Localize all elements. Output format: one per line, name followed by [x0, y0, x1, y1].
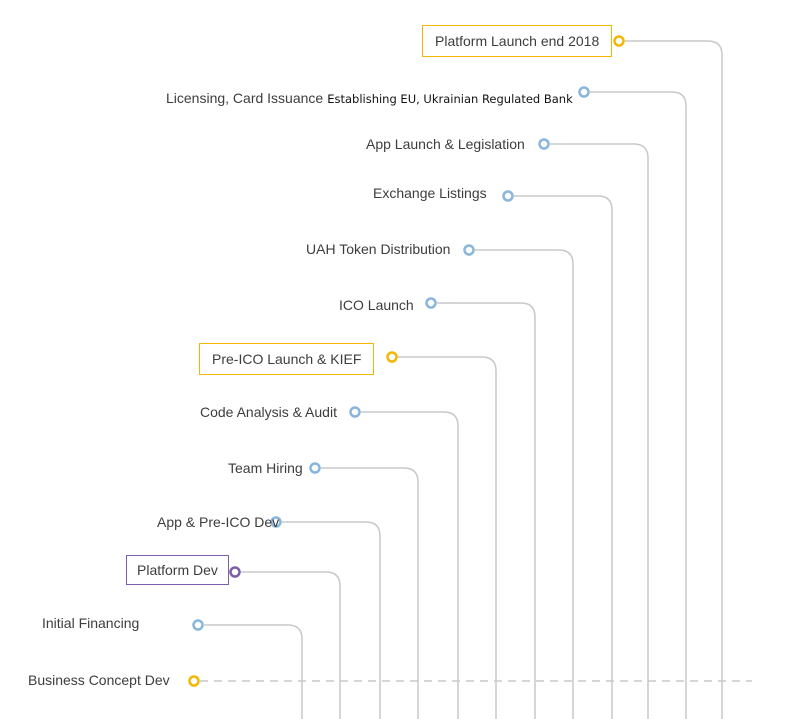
milestone-label: Team Hiring — [228, 460, 303, 476]
milestone-label: ICO Launch — [339, 297, 414, 313]
milestone-label: App & Pre-ICO Dev — [157, 514, 280, 530]
milestone-dot — [425, 297, 437, 309]
milestone-dot — [613, 35, 625, 47]
connector-line — [475, 249, 574, 719]
milestone-dot — [386, 351, 398, 363]
milestone-pre-ico-launch: Pre-ICO Launch & KIEF — [199, 343, 375, 375]
milestone-label: Initial Financing — [42, 615, 140, 631]
milestone-dot — [578, 86, 590, 98]
milestone-label: UAH Token Distribution — [306, 241, 451, 257]
milestone-label: Code Analysis & Audit — [200, 404, 337, 420]
milestone-label: Pre-ICO Launch & KIEF — [212, 351, 362, 367]
milestone-label: Platform Dev — [137, 562, 218, 578]
connector-line — [361, 411, 459, 719]
milestone-uah-token: UAH Token Distribution — [306, 240, 450, 258]
milestone-platform-dev: Platform Dev — [126, 555, 229, 585]
milestone-sublabel: Establishing EU, Ukrainian Regulated Ban… — [327, 92, 573, 106]
milestone-dot — [229, 566, 241, 578]
milestone-code-analysis: Code Analysis & Audit — [200, 403, 337, 421]
connector-line — [514, 195, 613, 719]
connector-line — [321, 467, 419, 719]
milestone-dot — [349, 406, 361, 418]
milestone-dot — [309, 462, 321, 474]
milestone-label: Licensing, Card Issuance — [166, 90, 324, 106]
milestone-label: Platform Launch end 2018 — [435, 33, 600, 49]
milestone-dot — [463, 244, 475, 256]
milestone-dot — [538, 138, 550, 150]
milestone-team-hiring: Team Hiring — [228, 459, 303, 477]
milestone-dot — [188, 675, 200, 687]
connector-line — [241, 571, 341, 719]
milestone-business-concept: Business Concept Dev — [28, 671, 170, 689]
milestone-label: Business Concept Dev — [28, 672, 170, 688]
connector-line — [398, 356, 497, 719]
connector-line — [437, 302, 536, 719]
milestone-ico-launch: ICO Launch — [339, 296, 414, 314]
connector-line — [625, 40, 723, 719]
milestone-exchange-listings: Exchange Listings — [373, 184, 487, 202]
milestone-dot — [502, 190, 514, 202]
connector-line — [590, 91, 687, 719]
milestone-initial-financing: Initial Financing — [42, 614, 139, 632]
milestone-label: App Launch & Legislation — [366, 136, 525, 152]
milestone-dot — [192, 619, 204, 631]
milestone-app-pre-ico-dev: App & Pre-ICO Dev — [157, 513, 279, 531]
milestone-label: Exchange Listings — [373, 185, 487, 201]
milestone-platform-launch: Platform Launch end 2018 — [422, 25, 613, 57]
connector-line — [282, 521, 381, 719]
connector-line — [550, 143, 649, 719]
milestone-app-launch: App Launch & Legislation — [366, 135, 525, 153]
milestone-dot — [270, 516, 282, 528]
connector-line — [204, 624, 303, 719]
